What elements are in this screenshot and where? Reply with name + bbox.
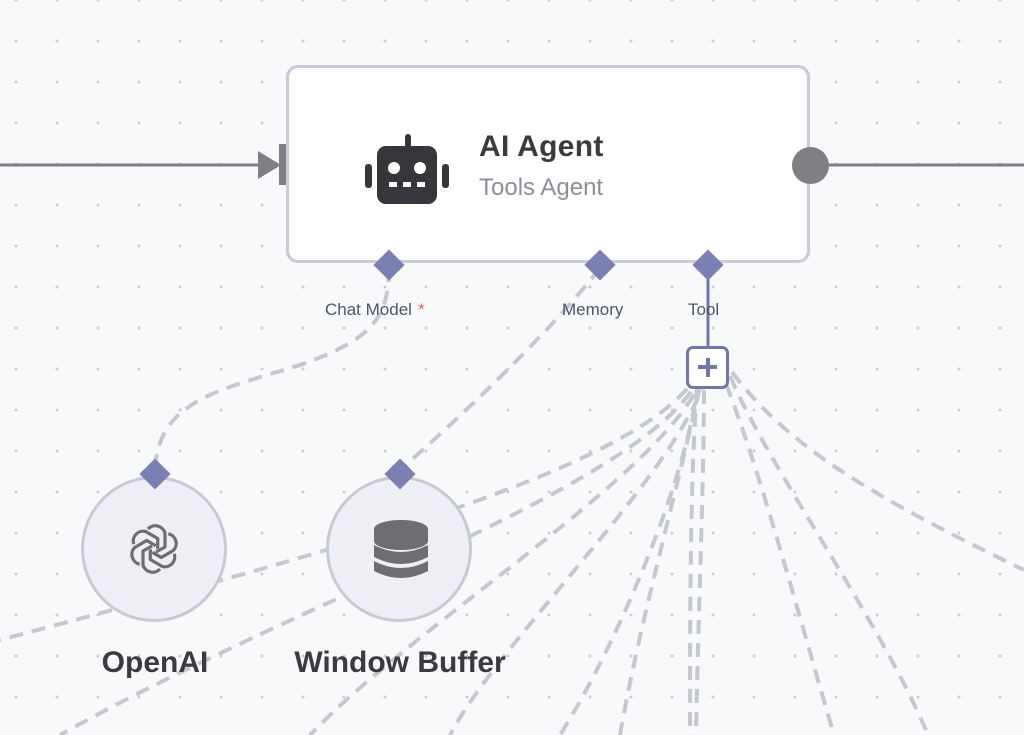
memory-label: Memory bbox=[562, 300, 624, 319]
add-tool-button[interactable] bbox=[686, 346, 729, 389]
node-title: AI Agent bbox=[479, 130, 604, 163]
openai-logo-icon bbox=[130, 524, 178, 574]
robot-icon bbox=[365, 134, 449, 204]
window-buffer-node[interactable] bbox=[326, 476, 472, 622]
memory-connection[interactable] bbox=[398, 266, 602, 472]
arrow-head-icon bbox=[258, 151, 281, 179]
tool-label: Tool bbox=[688, 300, 720, 319]
chat-model-label: Chat Model* bbox=[325, 300, 425, 319]
database-icon bbox=[374, 520, 428, 578]
tool-connection-6[interactable] bbox=[618, 385, 702, 735]
tool-connection-5[interactable] bbox=[558, 379, 700, 735]
tool-connection-3[interactable] bbox=[308, 373, 706, 735]
openai-label: OpenAI bbox=[101, 646, 209, 679]
tool-connection-7[interactable] bbox=[688, 389, 699, 735]
tool-connection-9[interactable] bbox=[724, 383, 836, 735]
tool-connection-4[interactable] bbox=[448, 375, 708, 735]
tool-connection-10[interactable] bbox=[728, 375, 930, 735]
ai-agent-node[interactable]: AI Agent Tools Agent bbox=[286, 65, 810, 263]
chat-model-connection[interactable] bbox=[153, 267, 391, 471]
node-subtitle: Tools Agent bbox=[479, 174, 604, 201]
window-buffer-label: Window Buffer bbox=[294, 646, 506, 679]
openai-node[interactable] bbox=[81, 476, 227, 622]
main-output-handle[interactable] bbox=[792, 147, 829, 184]
tool-connection-8[interactable] bbox=[694, 389, 706, 735]
required-marker: * bbox=[417, 300, 425, 319]
